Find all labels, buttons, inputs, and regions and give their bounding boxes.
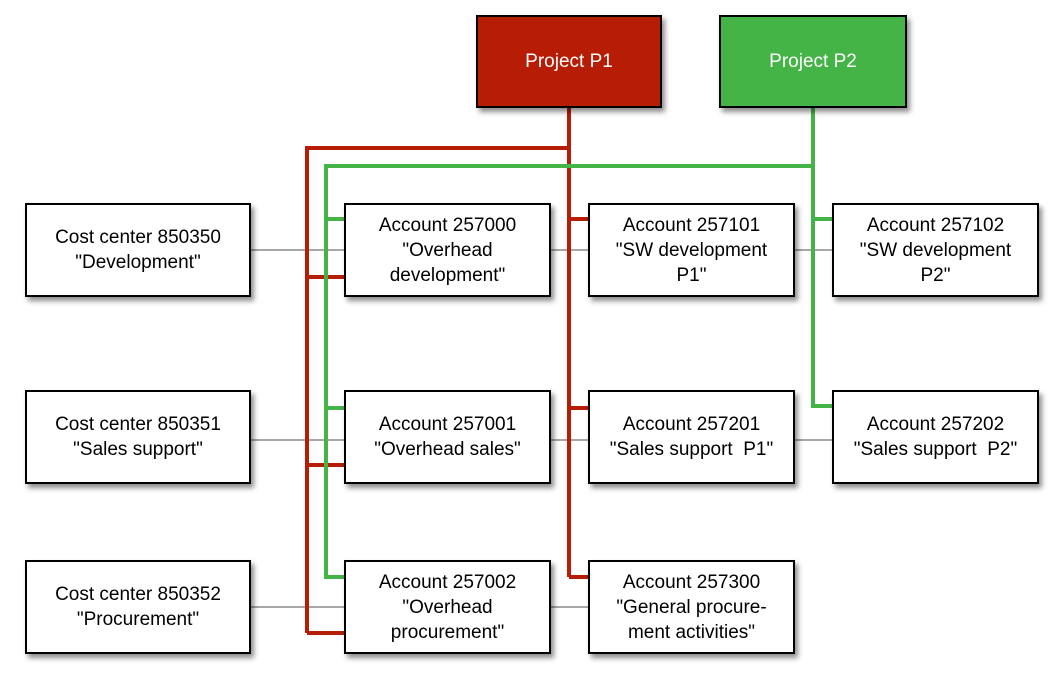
account-title: Account 257002 [378,571,517,593]
project-p1-connectors [305,108,588,635]
cost-center-title: Cost center 850352 [55,584,221,605]
project-p1-box: Project P1 [476,15,662,108]
account-257001-box: Account 257001 "Overhead sales" [344,390,551,484]
cost-center-name: "Development" [75,252,201,273]
cost-center-title: Cost center 850351 [55,414,221,435]
account-name-line: P2" [920,264,951,286]
account-257300-box: Account 257300 "General procure- ment ac… [588,560,795,654]
account-257002-box: Account 257002 "Overhead procurement" [344,560,551,654]
account-name-line: ment activities" [627,621,756,643]
account-name-line: P1" [676,264,707,286]
cost-center-850351-box: Cost center 850351 "Sales support" [25,390,251,484]
cost-center-name: "Procurement" [76,609,200,630]
cost-center-850350-box: Cost center 850350 "Development" [25,203,251,297]
account-name-line: "Sales support P1" [609,439,774,460]
account-title: Account 257202 [866,414,1005,435]
project-p1-label: Project P1 [525,51,613,72]
account-name-line: "General procure- [616,596,767,618]
cost-center-850352-box: Cost center 850352 "Procurement" [25,560,251,654]
account-title: Account 257101 [622,214,761,236]
account-name-line: "Overhead sales" [374,439,521,460]
cost-center-title: Cost center 850350 [55,227,221,248]
account-title: Account 257300 [622,571,761,593]
account-257202-box: Account 257202 "Sales support P2" [832,390,1039,484]
account-title: Account 257000 [378,214,517,236]
account-name-line: "SW development [859,239,1012,261]
account-title: Account 257001 [378,414,517,435]
project-p2-label: Project P2 [769,51,857,72]
account-name-line: "SW development [615,239,768,261]
account-name-line: "Sales support P2" [853,439,1018,460]
account-257101-box: Account 257101 "SW development P1" [588,203,795,297]
account-name-line: development" [389,264,506,286]
account-257201-box: Account 257201 "Sales support P1" [588,390,795,484]
account-title: Account 257201 [622,414,761,435]
account-257000-box: Account 257000 "Overhead development" [344,203,551,297]
project-p2-connectors [324,108,832,579]
cost-center-name: "Sales support" [73,439,203,460]
account-257102-box: Account 257102 "SW development P2" [832,203,1039,297]
account-name-line: "Overhead [402,596,493,618]
project-p2-box: Project P2 [719,15,907,108]
account-title: Account 257102 [866,214,1005,236]
account-name-line: procurement" [390,621,505,643]
account-name-line: "Overhead [402,239,493,261]
